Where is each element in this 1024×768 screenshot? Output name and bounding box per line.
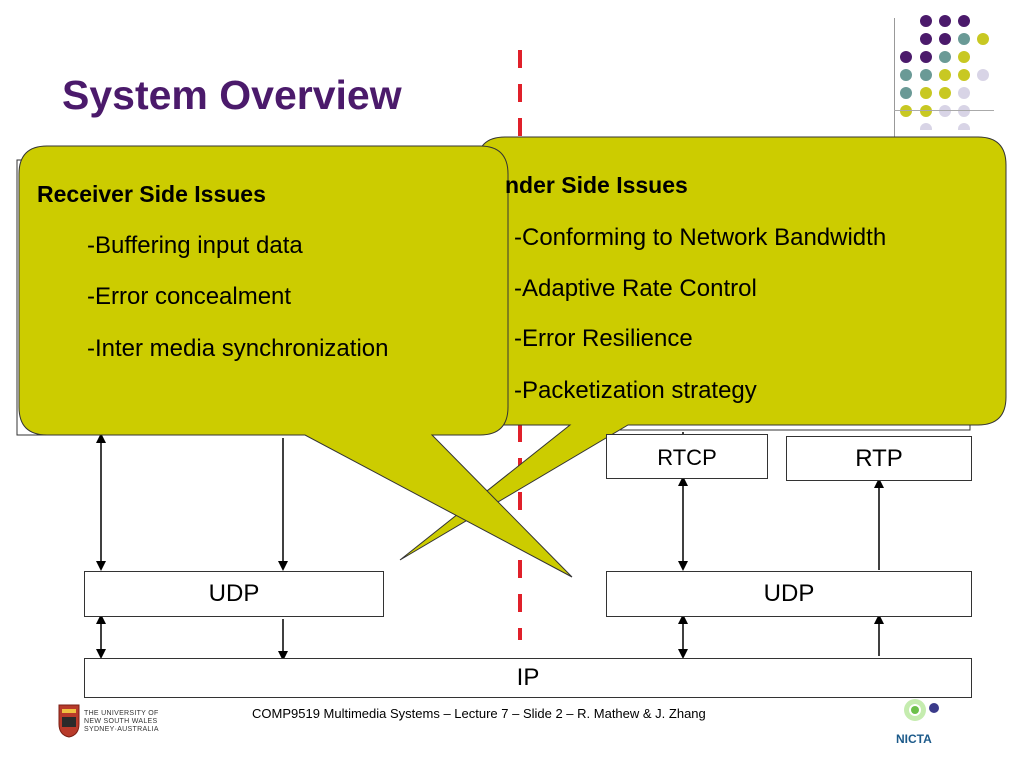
- rtp-box: RTP: [786, 436, 972, 481]
- decorative-dot-grid: [900, 15, 989, 130]
- footer-text: COMP9519 Multimedia Systems – Lecture 7 …: [252, 706, 706, 721]
- decorative-dot: [900, 51, 912, 63]
- decorative-dot: [920, 87, 932, 99]
- decorative-dot: [939, 87, 951, 99]
- decorative-horizontal-line: [894, 110, 994, 111]
- decorative-dot: [900, 87, 912, 99]
- receiver-callout-item: -Inter media synchronization: [87, 335, 389, 362]
- sender-callout-item: -Conforming to Network Bandwidth: [514, 224, 887, 251]
- sender-callout-heading: nder Side Issues: [505, 172, 688, 198]
- udp-box-left: UDP: [84, 571, 384, 617]
- receiver-callout-item: -Buffering input data: [87, 232, 303, 259]
- decorative-dot: [939, 15, 951, 27]
- decorative-dot: [920, 51, 932, 63]
- decorative-dot: [958, 51, 970, 63]
- receiver-callout-bubble: [18, 145, 573, 578]
- decorative-dot: [958, 87, 970, 99]
- decorative-dot: [958, 69, 970, 81]
- unsw-logo-line: SYDNEY·AUSTRALIA: [84, 726, 159, 733]
- decorative-dot: [900, 69, 912, 81]
- unsw-logo-text: THE UNIVERSITY OF NEW SOUTH WALES SYDNEY…: [84, 710, 159, 734]
- nicta-logo-text: NICTA: [896, 732, 932, 746]
- decorative-dot: [939, 51, 951, 63]
- sender-callout-item: -Error Resilience: [514, 325, 693, 352]
- decorative-dot: [939, 105, 951, 117]
- sender-callout-item: -Packetization strategy: [514, 377, 757, 404]
- decorative-dot: [939, 33, 951, 45]
- decorative-dot: [920, 33, 932, 45]
- decorative-dot: [958, 15, 970, 27]
- unsw-crest-icon: [58, 704, 80, 738]
- sender-callout-item: -Adaptive Rate Control: [514, 275, 757, 302]
- rtcp-box: RTCP: [606, 434, 768, 479]
- decorative-dot: [977, 33, 989, 45]
- decorative-dot: [958, 105, 970, 117]
- decorative-dot: [920, 123, 932, 130]
- page-title: System Overview: [62, 72, 402, 118]
- decorative-dot: [920, 15, 932, 27]
- decorative-dot: [920, 105, 932, 117]
- decorative-dot: [900, 105, 912, 117]
- udp-box-right: UDP: [606, 571, 972, 617]
- ip-box: IP: [84, 658, 972, 698]
- decorative-dot: [958, 123, 970, 130]
- unsw-logo-line: THE UNIVERSITY OF: [84, 710, 159, 717]
- decorative-dot: [939, 69, 951, 81]
- decorative-dot: [958, 33, 970, 45]
- decorative-vertical-line: [894, 18, 895, 138]
- receiver-callout-item: -Error concealment: [87, 283, 292, 310]
- nicta-logo-icon: [904, 699, 939, 721]
- decorative-dot: [920, 69, 932, 81]
- decorative-dot: [977, 69, 989, 81]
- receiver-callout-heading: Receiver Side Issues: [37, 181, 266, 207]
- unsw-logo-line: NEW SOUTH WALES: [84, 718, 158, 725]
